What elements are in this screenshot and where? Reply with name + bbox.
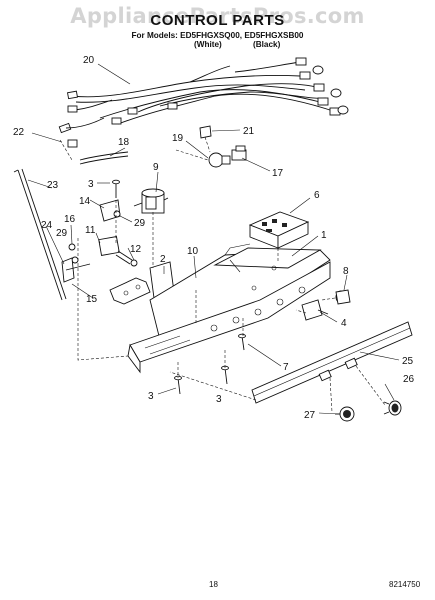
- callout-label: 14: [79, 196, 91, 207]
- callout-label: 2: [160, 254, 166, 265]
- screw: [112, 179, 120, 198]
- model-numbers: For Models: ED5FHGXSQ00, ED5FHGXSB00: [131, 31, 304, 40]
- leader-lines: [27, 63, 400, 415]
- bracket: [99, 199, 121, 222]
- light-bulb: [208, 152, 231, 168]
- control-housing: [127, 243, 331, 374]
- knob: [335, 289, 351, 305]
- callout-label: 25: [402, 356, 414, 367]
- screw: [221, 365, 229, 385]
- callout-label: 26: [403, 374, 415, 385]
- document-number: 8214750: [389, 580, 421, 589]
- callout-label: 3: [216, 394, 222, 405]
- callout-labels: 20 22 18 19 21 17 3 9 23 14 29 6 1 24 16…: [13, 55, 415, 421]
- callout-label: 9: [153, 162, 159, 173]
- variant-black: (Black): [253, 40, 281, 49]
- variant-white: (White): [194, 40, 222, 49]
- wire-harness: [58, 57, 349, 134]
- wire-clip: [67, 139, 78, 148]
- callout-label: 18: [118, 137, 130, 148]
- screw: [174, 375, 182, 395]
- control-board: [248, 211, 310, 249]
- callout-label: 27: [304, 410, 316, 421]
- callout-label: 11: [85, 225, 96, 236]
- control-shaft: [98, 236, 138, 267]
- lamp-clip: [199, 125, 212, 139]
- page-number: 18: [209, 580, 218, 589]
- knob-white: [335, 406, 355, 422]
- lamp-socket: [231, 145, 247, 161]
- tube: [79, 151, 129, 161]
- callout-label: 21: [243, 126, 255, 137]
- callout-label: 3: [148, 391, 154, 402]
- callout-label: 6: [314, 190, 320, 201]
- callout-label: 29: [134, 218, 146, 229]
- trim-panel: [251, 321, 413, 404]
- callout-label: 19: [172, 133, 184, 144]
- callout-label: 23: [47, 180, 59, 191]
- callout-label: 4: [341, 318, 347, 329]
- callout-label: 3: [88, 179, 94, 190]
- callout-label: 24: [41, 220, 53, 231]
- thermostat: [133, 188, 169, 214]
- callout-label: 7: [283, 362, 289, 373]
- screw: [238, 333, 246, 351]
- switch: [301, 299, 329, 321]
- callout-label: 20: [83, 55, 95, 66]
- callout-label: 29: [56, 228, 68, 239]
- callout-label: 12: [130, 244, 142, 255]
- callout-label: 22: [13, 127, 25, 138]
- knob-black: [383, 400, 402, 416]
- callout-label: 15: [86, 294, 98, 305]
- control-rod: [13, 168, 67, 301]
- callout-label: 16: [64, 214, 76, 225]
- page-title: CONTROL PARTS: [150, 12, 285, 29]
- mounting-bracket: [109, 277, 151, 305]
- watermark: AppliancePartsPros.com: [70, 4, 365, 28]
- callout-label: 8: [343, 266, 349, 277]
- callout-label: 10: [187, 246, 199, 257]
- callout-label: 1: [321, 230, 327, 241]
- callout-label: 17: [272, 168, 284, 179]
